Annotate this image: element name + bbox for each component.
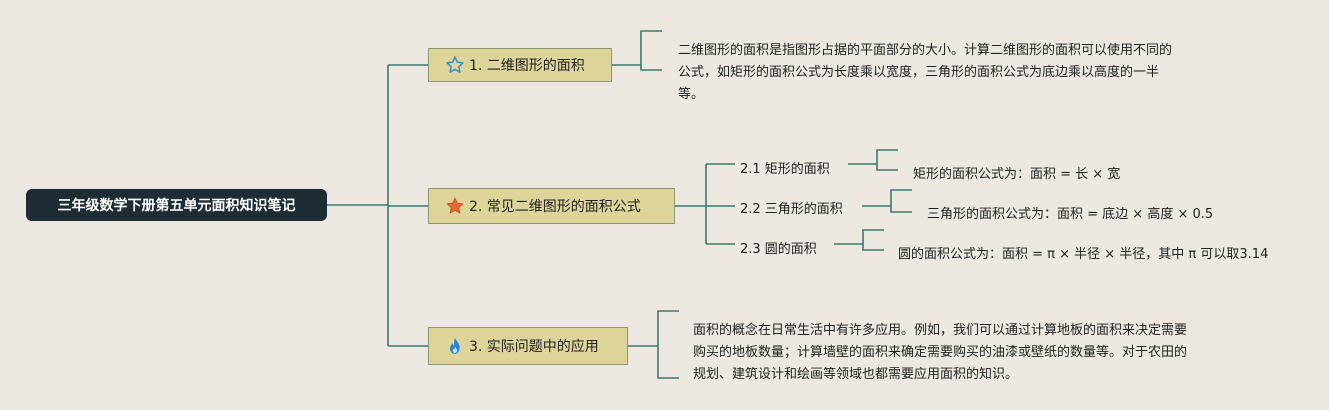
bracket-note-1: [640, 30, 662, 71]
formula-rectangle: 矩形的面积公式为：面积 = 长 × 宽: [913, 167, 1121, 182]
formula-circle: 圆的面积公式为：面积 = π × 半径 × 半径，其中 π 可以取3.14: [898, 247, 1269, 262]
note-real-applications: 面积的概念在日常生活中有许多应用。例如，我们可以通过计算地板的面积来决定需要购买…: [693, 323, 1188, 382]
subtopic-circle-area[interactable]: 2.3 圆的面积: [740, 242, 817, 257]
branch-label: 2. 常见二维图形的面积公式: [469, 199, 641, 215]
note-two-dimensional-area: 二维图形的面积是指图形占据的平面部分的大小。计算二维图形的面积可以使用不同的公式…: [678, 43, 1173, 102]
subtopic-triangle-area[interactable]: 2.2 三角形的面积: [740, 202, 843, 217]
bracket-note-3: [657, 310, 679, 379]
star-outline-icon: [445, 55, 465, 75]
bracket-formula-2: [890, 189, 912, 213]
bracket-formula-1: [876, 149, 898, 171]
branch-area-formulas[interactable]: 2. 常见二维图形的面积公式: [428, 188, 675, 224]
subtopic-rectangle-area[interactable]: 2.1 矩形的面积: [740, 162, 830, 177]
star-filled-icon: [445, 196, 465, 216]
root-topic[interactable]: 三年级数学下册第五单元面积知识笔记: [26, 189, 327, 221]
bracket-formula-3: [862, 229, 884, 251]
branch-real-applications[interactable]: 3. 实际问题中的应用: [428, 327, 628, 365]
root-title: 三年级数学下册第五单元面积知识笔记: [57, 198, 296, 214]
fire-icon: [445, 336, 465, 356]
branch-label: 1. 二维图形的面积: [469, 58, 585, 74]
formula-triangle: 三角形的面积公式为：面积 = 底边 × 高度 × 0.5: [927, 207, 1214, 222]
branch-two-dimensional-area[interactable]: 1. 二维图形的面积: [428, 48, 612, 82]
branch-label: 3. 实际问题中的应用: [469, 339, 599, 355]
